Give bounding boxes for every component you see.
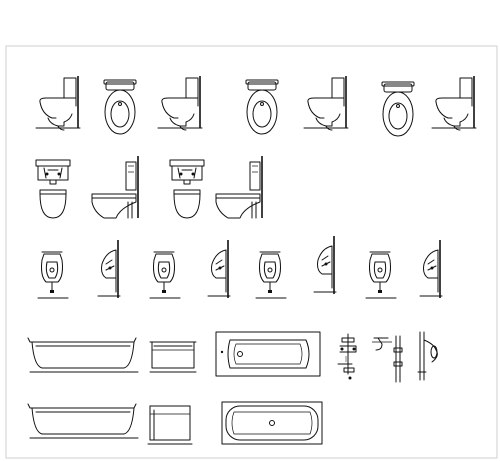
bathtub-top-icon <box>221 401 323 445</box>
wall-hung-toilet-side-icon <box>215 155 263 219</box>
toilet-top-icon <box>381 81 415 137</box>
urinal-side-icon <box>97 239 121 299</box>
urinals-row <box>37 235 443 299</box>
bathtub-front-icon <box>27 403 139 439</box>
toilet-top-icon <box>103 79 137 135</box>
toilet-side-icon <box>431 75 477 131</box>
wall-hung-toilet-front-icon <box>169 159 205 219</box>
shower-head-icon <box>372 335 403 383</box>
toilet-side-icon <box>157 75 203 131</box>
urinal-side-icon <box>419 239 443 299</box>
bathtubs-row-2 <box>27 401 323 445</box>
bathtubs-row-1 <box>27 331 438 383</box>
urinal-side-icon <box>207 239 231 299</box>
wall-hung-toilet-side-icon <box>91 155 139 219</box>
toilets-row <box>35 75 477 137</box>
shower-rail-icon <box>417 331 438 381</box>
wall-toilets-row <box>35 155 263 219</box>
tub-faucet-icon <box>337 333 357 380</box>
urinal-front-icon <box>149 251 181 299</box>
urinal-front-icon <box>37 251 69 299</box>
urinal-front-icon <box>365 251 397 299</box>
toilet-side-icon <box>35 75 81 131</box>
urinal-front-icon <box>255 251 287 299</box>
bathtub-side-icon <box>147 405 193 445</box>
wall-hung-toilet-front-icon <box>35 159 71 219</box>
bathtub-front-icon <box>27 337 139 373</box>
urinal-side-icon <box>313 235 337 295</box>
toilet-side-icon <box>303 75 349 131</box>
bathtub-side-icon <box>149 341 197 373</box>
drawing-frame <box>5 45 498 459</box>
toilet-top-icon <box>245 79 279 135</box>
bathtub-top-icon <box>215 331 321 377</box>
